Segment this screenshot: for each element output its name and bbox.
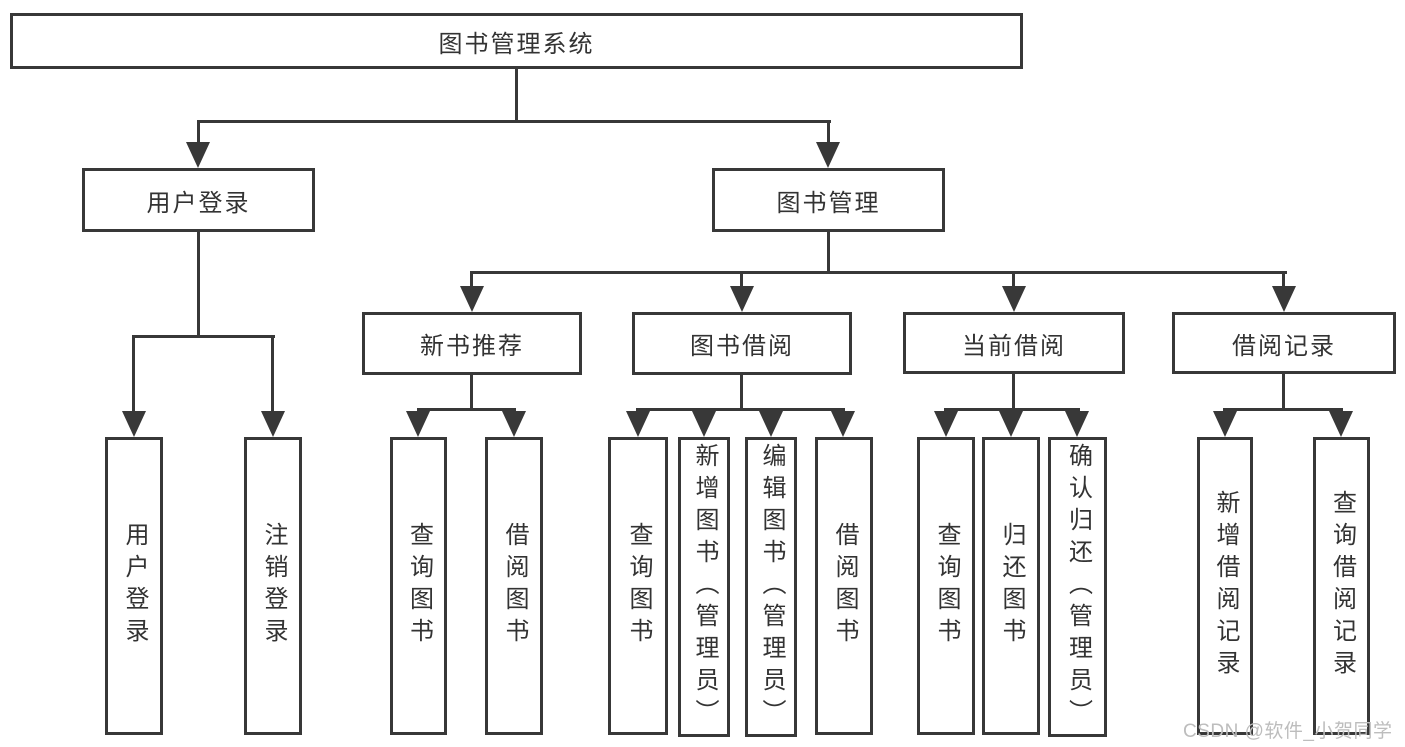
connector-user-login-stem: [197, 229, 200, 337]
arrow-down-icon: [186, 142, 210, 168]
connector-leaf-drop: [271, 335, 274, 415]
node-leaf-query-books-recommend: 查询图书: [390, 437, 447, 735]
arrow-down-icon: [816, 142, 840, 168]
node-leaf-add-borrow-record: 新增借阅记录: [1197, 437, 1253, 735]
leaf-label: 新增借阅记录: [1212, 490, 1239, 682]
connector-current-borrow-stem: [1012, 373, 1015, 410]
arrow-down-icon: [1272, 286, 1296, 312]
node-user-login: 用户登录: [82, 168, 315, 232]
arrow-down-icon: [692, 411, 716, 437]
connector-root-stem: [515, 68, 518, 122]
connector-book-management-drop: [827, 120, 830, 146]
leaf-label: 借阅图书: [831, 522, 858, 650]
leaf-label: 查询借阅记录: [1328, 490, 1356, 682]
connector-new-book-bar: [417, 408, 516, 411]
node-new-book-recommend: 新书推荐: [362, 312, 582, 375]
arrow-down-icon: [1065, 411, 1089, 437]
node-leaf-query-books-current: 查询图书: [917, 437, 975, 735]
leaf-label: 查询图书: [625, 522, 652, 650]
node-book-borrow: 图书借阅: [632, 312, 852, 375]
arrow-down-icon: [502, 411, 526, 437]
node-leaf-query-books-borrow: 查询图书: [608, 437, 668, 735]
arrow-down-icon: [730, 286, 754, 312]
node-current-borrow-label: 当前借阅: [962, 332, 1066, 360]
arrow-down-icon: [759, 411, 783, 437]
connector-user-login-drop: [197, 120, 200, 146]
connector-level3-bar: [470, 271, 1287, 274]
node-leaf-return-books: 归还图书: [982, 437, 1040, 735]
leaf-label: 查询图书: [933, 522, 960, 650]
node-borrow-records: 借阅记录: [1172, 312, 1396, 374]
node-leaf-edit-books-admin: 编辑图书（管理员）: [745, 437, 797, 737]
node-leaf-borrow-books-borrow: 借阅图书: [815, 437, 873, 735]
arrow-down-icon: [934, 411, 958, 437]
connector-book-borrow-bar: [636, 408, 845, 411]
connector-borrow-records-stem: [1282, 373, 1285, 410]
arrow-down-icon: [999, 411, 1023, 437]
arrow-down-icon: [1002, 286, 1026, 312]
arrow-down-icon: [122, 411, 146, 437]
connector-level2-bar: [197, 120, 831, 123]
connector-book-borrow-drop: [740, 271, 743, 289]
connector-current-borrow-drop: [1012, 271, 1015, 289]
connector-leaf-drop: [132, 335, 135, 415]
leaf-label: 注销登录: [260, 522, 287, 650]
leaf-label: 确认归还（管理员）: [1064, 443, 1092, 731]
watermark: CSDN @软件_小贺同学: [1183, 721, 1393, 742]
leaf-label: 编辑图书（管理员）: [758, 443, 785, 731]
arrow-down-icon: [261, 411, 285, 437]
arrow-down-icon: [1213, 411, 1237, 437]
node-leaf-query-borrow-record: 查询借阅记录: [1313, 437, 1370, 735]
connector-borrow-records-drop: [1282, 271, 1285, 289]
connector-new-book-stem: [470, 373, 473, 410]
arrow-down-icon: [460, 286, 484, 312]
arrow-down-icon: [831, 411, 855, 437]
arrow-down-icon: [626, 411, 650, 437]
connector-borrow-records-bar: [1223, 408, 1343, 411]
node-root: 图书管理系统: [10, 13, 1023, 69]
leaf-label: 新增图书（管理员）: [691, 443, 718, 731]
leaf-label: 借阅图书: [501, 522, 528, 650]
leaf-label: 用户登录: [121, 522, 148, 650]
node-leaf-borrow-books-recommend: 借阅图书: [485, 437, 543, 735]
node-borrow-records-label: 借阅记录: [1232, 332, 1336, 360]
node-new-book-recommend-label: 新书推荐: [420, 333, 524, 360]
node-leaf-add-books-admin: 新增图书（管理员）: [678, 437, 730, 737]
connector-book-borrow-stem: [740, 373, 743, 410]
leaf-label: 归还图书: [998, 522, 1025, 650]
leaf-label: 查询图书: [405, 522, 433, 650]
node-leaf-confirm-return-admin: 确认归还（管理员）: [1048, 437, 1107, 737]
node-leaf-logout: 注销登录: [244, 437, 302, 735]
arrow-down-icon: [406, 411, 430, 437]
connector-book-management-stem: [827, 229, 830, 274]
connector-user-login-bar: [132, 335, 275, 338]
node-leaf-user-login: 用户登录: [105, 437, 163, 735]
node-book-management-label: 图书管理: [776, 189, 881, 217]
arrow-down-icon: [1329, 411, 1353, 437]
connector-current-borrow-bar: [944, 408, 1080, 411]
node-book-borrow-label: 图书借阅: [690, 333, 794, 360]
node-current-borrow: 当前借阅: [903, 312, 1125, 374]
node-root-label: 图书管理系统: [438, 30, 595, 58]
node-user-login-label: 用户登录: [146, 189, 251, 217]
connector-new-book-drop: [470, 271, 473, 289]
node-book-management: 图书管理: [712, 168, 945, 232]
